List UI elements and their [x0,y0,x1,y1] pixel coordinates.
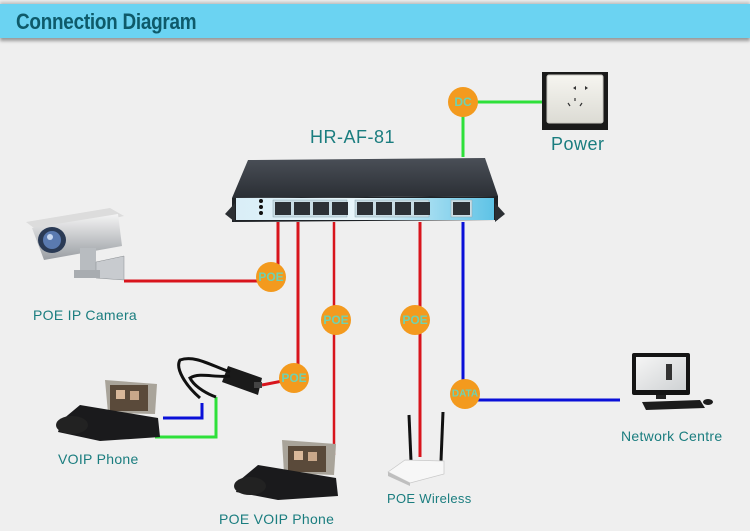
voip-phone-icon [56,380,160,441]
switch-model-label: HR-AF-81 [310,127,396,147]
switch-ports [272,199,473,218]
network-centre-label: Network Centre [621,428,723,444]
splitter-dc-line [155,397,218,439]
camera-label: POE IP Camera [33,307,138,323]
page-title: Connection Diagram [16,9,197,34]
voip-poe-line [261,222,300,387]
voip-phone-label: VOIP Phone [58,451,139,467]
ip-camera-icon [26,208,125,281]
poe-badge-text: POE [402,313,427,327]
poe-badge-text: POE [281,371,306,385]
poe-badge-wireless: POE [400,305,430,335]
data-uplink-line [461,222,620,402]
poe-badge-poe-voip: POE [321,305,351,335]
poe-badge-text: POE [258,270,283,284]
poe-wireless-label: POE Wireless [387,491,472,506]
camera-poe-line [124,222,280,283]
poe-badge-camera: POE [256,262,286,292]
data-badge: DATA [450,379,480,409]
splitter-data-line [163,403,204,420]
poe-voip-phone-label: POE VOIP Phone [219,511,335,527]
network-centre-pc-icon [632,353,713,410]
poe-voip-phone-icon [234,440,338,500]
power-outlet-icon [542,72,608,130]
power-label: Power [551,134,605,154]
wireless-router-icon [387,411,445,486]
poe-switch-icon [225,158,505,222]
dc-badge: DC [448,87,478,117]
poe-badge-voip: POE [279,363,309,393]
header-bar: Connection Diagram [0,4,750,38]
poe-badge-text: POE [323,313,348,327]
dc-badge-text: DC [454,95,472,109]
poe-splitter-icon [177,357,262,400]
data-badge-text: DATA [452,389,478,400]
